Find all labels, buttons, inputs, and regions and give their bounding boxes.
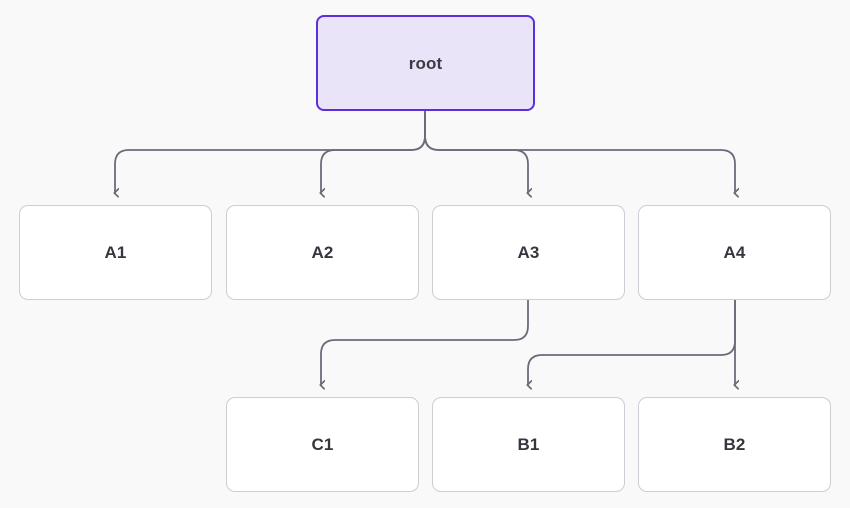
edge-root-A4 [424, 110, 735, 193]
node-a3-label: A3 [517, 243, 540, 262]
node-c1[interactable]: C1 [226, 397, 419, 492]
edge-A4-B1 [528, 299, 736, 385]
node-root-label: root [408, 53, 443, 73]
node-b1-label: B1 [517, 435, 540, 454]
node-a2[interactable]: A2 [226, 205, 419, 300]
node-a4-label: A4 [723, 243, 746, 262]
node-b2-label: B2 [723, 435, 746, 454]
node-c1-label: C1 [311, 435, 334, 454]
node-a4[interactable]: A4 [638, 205, 831, 300]
edge-root-A2 [321, 110, 426, 193]
node-root[interactable]: root [316, 15, 535, 111]
node-a1[interactable]: A1 [19, 205, 212, 300]
edge-root-A1 [115, 110, 426, 193]
edge-root-A3 [424, 110, 528, 193]
node-b1[interactable]: B1 [432, 397, 625, 492]
edge-A3-C1 [321, 299, 529, 385]
node-b2[interactable]: B2 [638, 397, 831, 492]
node-a3[interactable]: A3 [432, 205, 625, 300]
node-a2-label: A2 [311, 243, 334, 262]
node-a1-label: A1 [104, 243, 127, 262]
